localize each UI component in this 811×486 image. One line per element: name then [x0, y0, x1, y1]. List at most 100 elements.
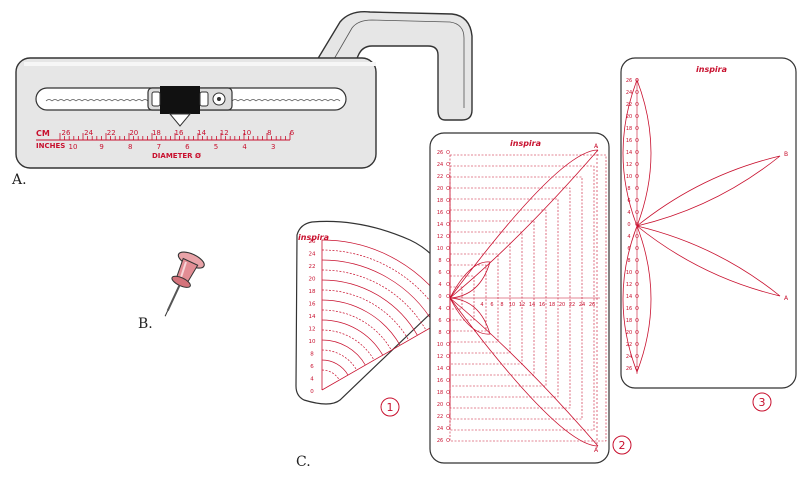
label-c: C. — [296, 454, 311, 470]
template-3-badge: 3 — [752, 392, 772, 412]
template-1-arc — [321, 319, 384, 356]
template-2-axis-value: 4 — [480, 302, 483, 308]
template-1-arc — [321, 289, 410, 341]
ruler-cm-value: 12 — [220, 129, 229, 137]
template-2-hole — [446, 354, 450, 358]
template-3-mark-b: B — [784, 151, 788, 158]
template-3-hole — [635, 234, 639, 238]
template-2-scale-value: 4 — [438, 282, 441, 288]
template-3-scale-value: 16 — [626, 306, 632, 312]
template-3-hole — [635, 294, 639, 298]
template-1-scale-value: 18 — [309, 289, 316, 295]
svg-text:2: 2 — [619, 439, 626, 452]
template-3-hole — [635, 318, 639, 322]
template-2-arc — [449, 149, 599, 299]
label-a: A. — [12, 172, 27, 188]
template-2-scale-value: 16 — [437, 378, 443, 384]
template-2-hole — [446, 282, 450, 286]
template-2-corner-top: A — [594, 143, 599, 150]
template-3-hole — [635, 306, 639, 310]
template-1-arc — [321, 279, 418, 336]
template-2-axis-value: 20 — [559, 302, 565, 308]
template-2-scale-value: 14 — [437, 222, 443, 228]
template-2-hole — [446, 318, 450, 322]
template-1-scale-value: 20 — [309, 277, 316, 283]
template-3-scale-value: 6 — [627, 198, 630, 204]
template-3-hole — [635, 246, 639, 250]
template-1-arc — [321, 259, 436, 326]
template-2-arc — [449, 297, 599, 447]
template-1-scale-value: 6 — [310, 364, 314, 370]
template-2-corner-bottom: A — [594, 447, 599, 454]
template-1-scale-value: 16 — [309, 302, 316, 308]
template-3-hole — [635, 270, 639, 274]
template-3-hole — [635, 126, 639, 130]
template-3-hole — [635, 150, 639, 154]
template-2-scale-value: 26 — [437, 150, 443, 156]
template-3-scale-value: 24 — [626, 354, 632, 360]
template-2-hole — [446, 198, 450, 202]
template-2-scale-value: 10 — [437, 246, 443, 252]
template-2-hole — [446, 330, 450, 334]
template-3-hole — [635, 342, 639, 346]
template-3-hole — [635, 138, 639, 142]
template-2-hole — [446, 234, 450, 238]
template-2-badge: 2 — [612, 435, 632, 455]
template-2-scale-value: 14 — [437, 366, 443, 372]
template-3-scale-value: 4 — [627, 234, 630, 240]
template-2-rect — [449, 264, 487, 332]
template-2-arc — [449, 297, 599, 447]
template-2-scale-value: 0 — [438, 294, 441, 300]
ruler-inch-value: 10 — [69, 143, 78, 151]
template-2-scale-value: 6 — [438, 270, 441, 276]
template-2-rect — [449, 187, 571, 409]
ruler-inch-value: 5 — [214, 143, 218, 151]
template-2-axis-value: 16 — [539, 302, 545, 308]
template-3-scale-value: 20 — [626, 330, 632, 336]
template-3-hole — [635, 354, 639, 358]
template-3-markings: 2624222018161412108640468101214161820222… — [622, 78, 789, 374]
template-2-scale-value: 8 — [438, 258, 441, 264]
template-3-scale-value: 10 — [626, 270, 632, 276]
template-3-scale-value: 0 — [627, 222, 630, 228]
template-1-arc — [321, 339, 366, 366]
template-2-scale-value: 20 — [437, 186, 443, 192]
ruler-cm-value: 22 — [107, 129, 116, 137]
template-3-scale-value: 26 — [626, 366, 632, 372]
template-3-hole — [635, 198, 639, 202]
template-1-scale-value: 26 — [309, 239, 316, 245]
ruler-diameter-label: DIAMETER Ø — [152, 152, 201, 160]
template-3-hole — [635, 186, 639, 190]
template-2-scale-value: 4 — [438, 306, 441, 312]
template-3-scale-value: 22 — [626, 342, 632, 348]
template-3-hole — [635, 174, 639, 178]
template-3-petal — [636, 225, 781, 297]
ruler-cm-value: 24 — [84, 129, 93, 137]
template-3: 2624222018161412108640468101214161820222… — [620, 57, 797, 389]
template-3-hole — [635, 282, 639, 286]
template-2-scale-value: 18 — [437, 390, 443, 396]
template-2-hole — [446, 294, 450, 298]
ruler-inch-value: 8 — [128, 143, 132, 151]
template-3-scale-value: 18 — [626, 126, 632, 132]
template-2-scale-value: 8 — [438, 330, 441, 336]
template-2-axis-value: 14 — [529, 302, 535, 308]
template-3-scale-value: 22 — [626, 102, 632, 108]
ruler-inch-value: 7 — [157, 143, 161, 151]
template-1-arc — [321, 299, 401, 346]
template-2-hole — [446, 414, 450, 418]
template-2-markings: 2624222018161412108640468101214161820222… — [437, 143, 607, 454]
template-1-scale-value: 14 — [309, 314, 316, 320]
template-3-brand: inspira — [696, 65, 727, 74]
template-1-arc — [321, 269, 427, 331]
ruler-cm-value: 8 — [267, 129, 271, 137]
template-2-hole — [446, 402, 450, 406]
template-3-scale-value: 8 — [627, 258, 630, 264]
template-2-hole — [446, 150, 450, 154]
template-2-hole — [446, 342, 450, 346]
pin-slider[interactable] — [147, 86, 233, 127]
template-3-hole — [635, 162, 639, 166]
